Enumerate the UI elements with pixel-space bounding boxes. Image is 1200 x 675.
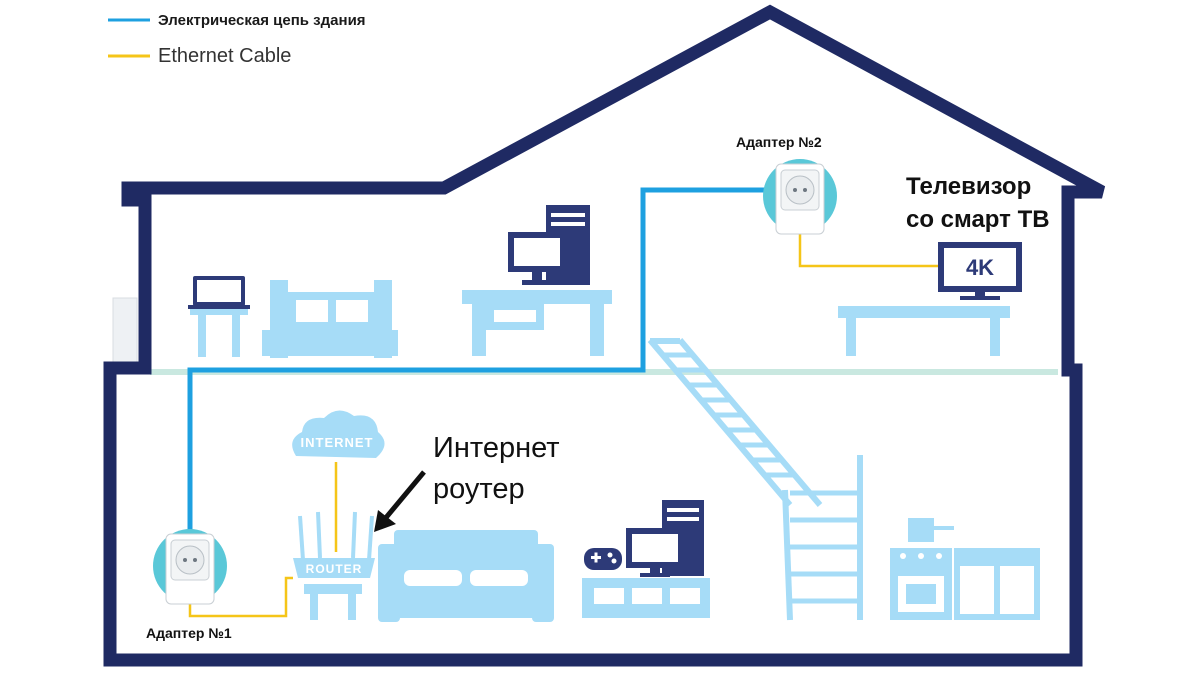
router-table [304,584,362,620]
gamepad-icon [584,548,622,570]
tv-screen-text: 4K [966,255,994,280]
powerline-adapter-icon [763,159,837,235]
tv-icon: 4K [938,242,1022,300]
laptop-icon [188,276,250,309]
legend-power-label: Электрическая цепь здания [158,12,366,29]
router-label-line1: Интернет [433,432,560,464]
adapter1-label: Адаптер №1 [146,625,232,641]
sofa [378,530,554,622]
tv-table [838,306,1010,356]
laptop-desk [190,305,248,357]
media-stand [582,578,710,618]
tv-label-line1: Телевизор [906,173,1032,200]
staircase [647,338,863,621]
tv-label-line2: со смарт ТВ [906,206,1050,233]
router-label: Интернет роутер [433,428,560,510]
computer-desk [462,290,612,356]
router-badge-text: ROUTER [306,562,363,576]
cloud-icon: INTERNET [292,410,385,458]
wall-box [112,297,138,365]
kitchen [890,518,1040,620]
router-icon: ROUTER [293,511,375,578]
router-label-line2: роутер [433,473,525,505]
arrow-icon [374,470,426,532]
adapter2-label: Адаптер №2 [736,134,822,150]
building-power-line [187,187,770,540]
powerline-adapter-icon [153,529,227,605]
ethernet-cables [188,234,938,618]
bed [262,280,398,358]
desktop-computer-icon [626,500,704,577]
house-outline-icon [103,4,1106,667]
tv-label: Телевизор со смарт ТВ [906,170,1050,236]
desktop-computer-icon [508,205,590,285]
internet-cloud-text: INTERNET [301,435,374,450]
legend-ethernet-label: Ethernet Cable [158,45,292,67]
